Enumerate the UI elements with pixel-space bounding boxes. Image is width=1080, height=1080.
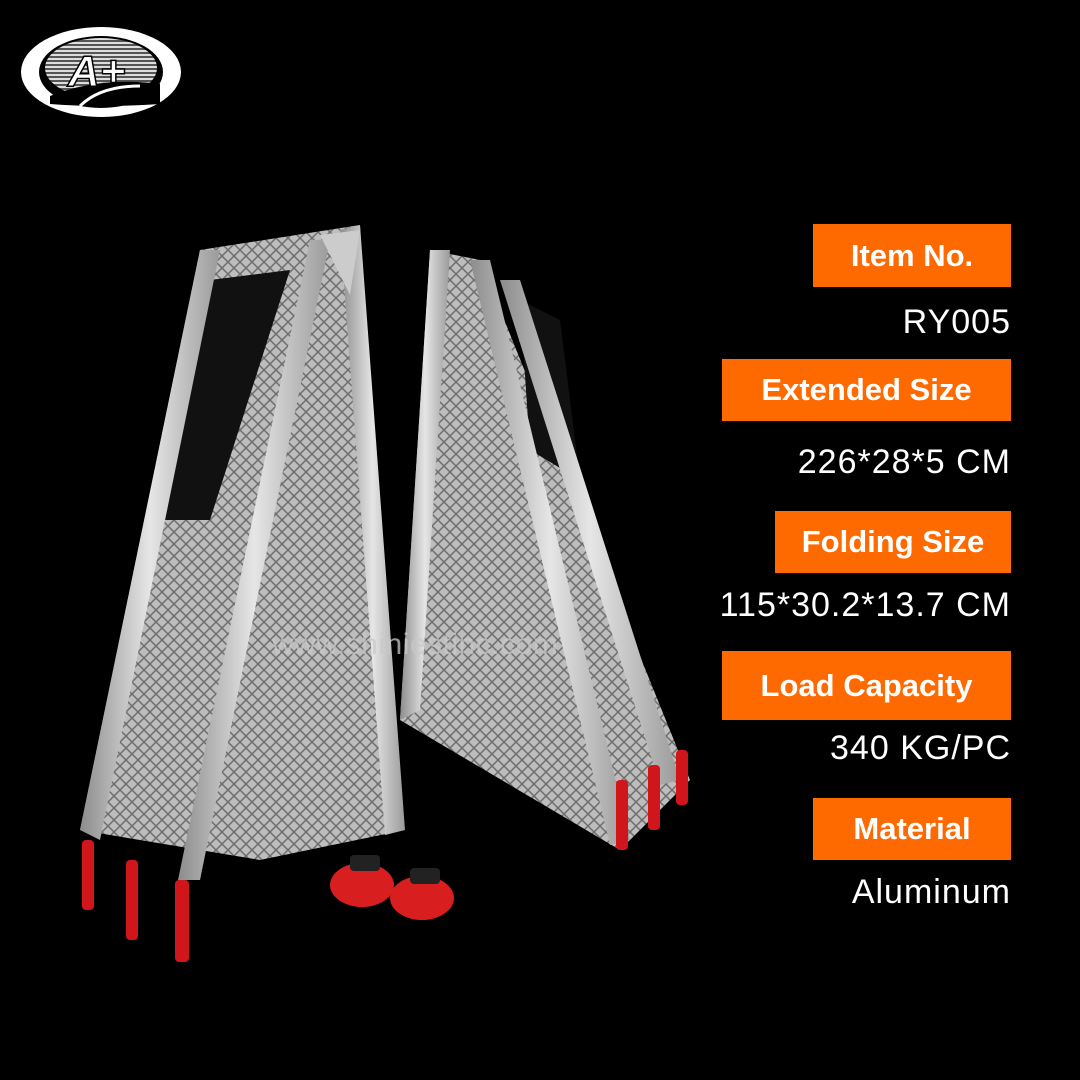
svg-text:A+: A+ [67,47,125,96]
item-no-label: Item No. [813,224,1011,287]
material-value: Aluminum [851,873,1011,911]
extended-size-label: Extended Size [722,359,1011,421]
ratchet-straps [330,855,454,920]
load-capacity-label: Load Capacity [722,651,1011,720]
ramp-product-image [80,225,690,962]
watermark: www.shiniestinc.com [272,628,559,661]
item-no-value: RY005 [902,303,1011,341]
load-capacity-value: 340 KG/PC [830,729,1011,767]
extended-size-value: 226*28*5 CM [797,443,1011,481]
folding-size-value: 115*30.2*13.7 CM [719,586,1011,624]
folding-size-label: Folding Size [775,511,1011,573]
brand-logo: A+ [21,27,181,117]
material-label: Material [813,798,1011,860]
